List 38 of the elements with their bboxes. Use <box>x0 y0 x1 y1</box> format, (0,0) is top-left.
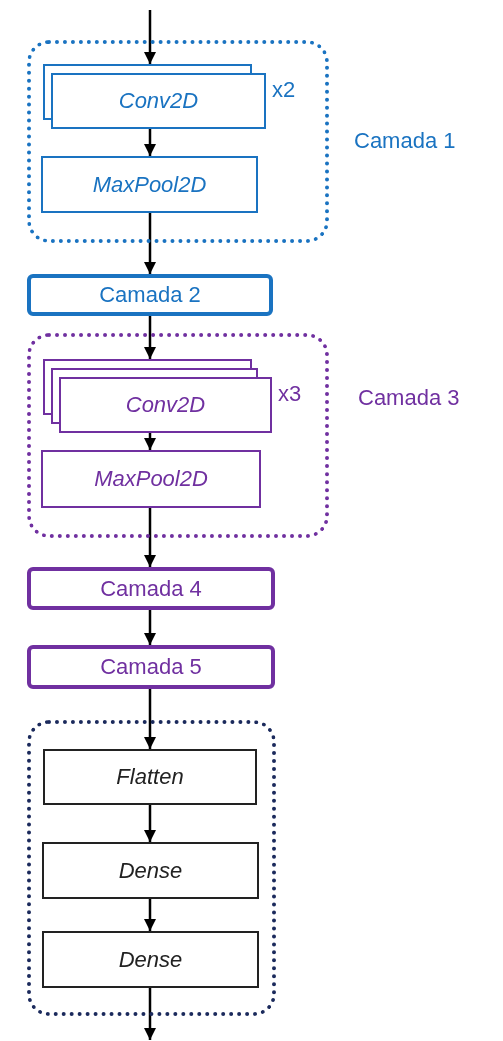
layer-name: Conv2D <box>118 88 199 114</box>
arrow <box>144 508 156 567</box>
layer-box <box>41 450 261 508</box>
block-name: Camada 4 <box>100 575 202 602</box>
repeat-count: x2 <box>272 77 296 103</box>
repeat-count: x3 <box>278 381 302 407</box>
layer-name: Conv2D <box>125 392 206 418</box>
arrow <box>144 988 156 1040</box>
layer-group-outline <box>27 333 329 538</box>
arrow <box>144 689 156 749</box>
layer-name: MaxPool2D <box>94 466 208 492</box>
block-box <box>27 645 275 689</box>
block-box <box>27 274 273 316</box>
arrow <box>144 316 156 359</box>
group-label: Camada 1 <box>354 128 456 154</box>
layer-name: Flatten <box>116 764 184 790</box>
layer-box <box>42 842 259 899</box>
layer-group-outline <box>27 40 329 243</box>
group-label: Camada 3 <box>358 385 460 411</box>
arrow <box>144 805 156 842</box>
layer-box <box>42 931 259 988</box>
block-name: Camada 5 <box>100 654 202 680</box>
layer-name: MaxPool2D <box>92 171 207 198</box>
layer-name: Dense <box>118 946 183 973</box>
block-name: Camada 2 <box>99 282 201 308</box>
layer-group-outline <box>27 720 276 1016</box>
arrow <box>144 129 156 156</box>
layer-name: Dense <box>118 857 183 884</box>
layer-box <box>51 73 266 129</box>
layer-box <box>43 749 257 805</box>
arrow <box>144 213 156 274</box>
arrow <box>144 610 156 645</box>
arrow <box>144 433 156 450</box>
layer-box <box>59 377 272 433</box>
arrow <box>144 899 156 931</box>
arrow <box>144 10 156 64</box>
layer-box <box>41 156 258 213</box>
block-box <box>27 567 275 610</box>
